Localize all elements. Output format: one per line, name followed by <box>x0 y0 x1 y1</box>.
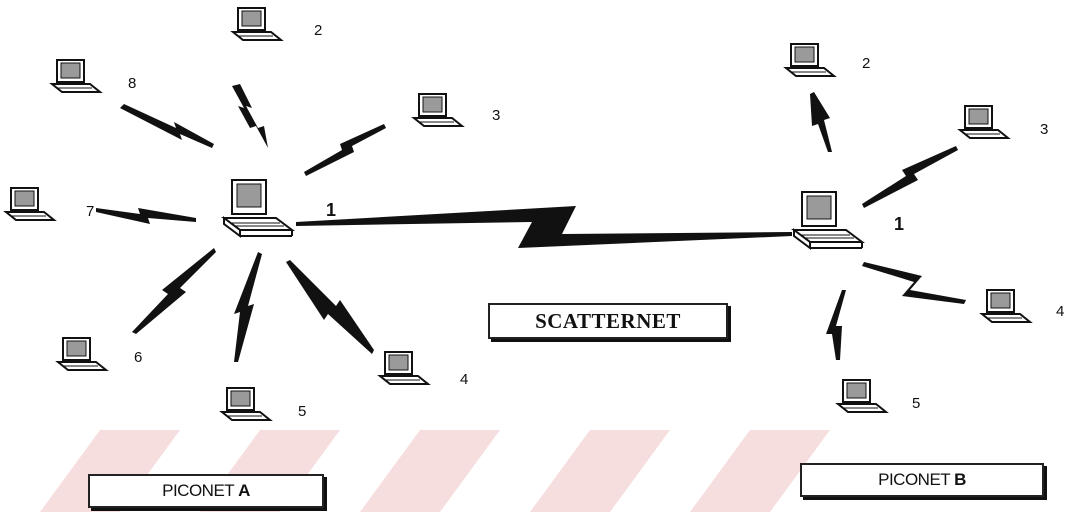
node-b-5-number: 5 <box>912 395 920 412</box>
laptop-master-b <box>794 192 862 248</box>
piconet-b-nodes <box>786 44 1030 412</box>
link-a-4 <box>286 260 374 354</box>
laptop-a-2 <box>233 8 281 40</box>
scatternet-label-text: SCATTERNET <box>535 309 681 334</box>
link-a-6 <box>132 248 216 334</box>
scatternet-label: SCATTERNET <box>488 303 728 339</box>
node-a-5-number: 5 <box>298 403 306 420</box>
node-a-8-number: 8 <box>128 75 136 92</box>
node-a-7-number: 7 <box>86 203 94 220</box>
node-a-4-number: 4 <box>460 371 468 388</box>
laptop-master-a <box>224 180 292 236</box>
link-a-8 <box>120 104 214 148</box>
laptop-a-5 <box>222 388 270 420</box>
piconet-a-label: PICONET A <box>88 474 324 508</box>
laptop-b-5 <box>838 380 886 412</box>
laptop-a-7 <box>6 188 54 220</box>
node-a-3-number: 3 <box>492 107 500 124</box>
link-b-3 <box>862 146 958 208</box>
node-a-6-number: 6 <box>134 349 142 366</box>
scatternet-link <box>296 206 792 248</box>
piconet-a-label-prefix: PICONET <box>162 481 238 501</box>
node-a-1-number: 1 <box>326 200 336 220</box>
link-b-4 <box>862 262 966 304</box>
link-a-5 <box>234 252 262 362</box>
node-b-2-number: 2 <box>862 55 870 72</box>
piconet-b-numbers: 1 2 3 4 5 <box>862 55 1064 412</box>
link-a-3 <box>304 124 386 176</box>
piconet-a-label-letter: A <box>238 481 250 501</box>
piconet-b-label-letter: B <box>954 470 966 490</box>
piconet-b-label-prefix: PICONET <box>878 470 954 490</box>
link-a1-b1 <box>296 206 792 248</box>
node-b-3-number: 3 <box>1040 121 1048 138</box>
node-a-2-number: 2 <box>314 22 322 39</box>
piconet-b-label: PICONET B <box>800 463 1044 497</box>
node-b-4-number: 4 <box>1056 303 1064 320</box>
link-b-2 <box>810 92 832 152</box>
node-b-1-number: 1 <box>894 214 904 234</box>
laptop-b-2 <box>786 44 834 76</box>
laptop-a-8 <box>52 60 100 92</box>
laptop-b-3 <box>960 106 1008 138</box>
laptop-a-3 <box>414 94 462 126</box>
piconet-a-nodes <box>6 8 462 420</box>
link-a-2 <box>232 84 268 148</box>
laptop-b-4 <box>982 290 1030 322</box>
laptop-a-6 <box>58 338 106 370</box>
laptop-a-4 <box>380 352 428 384</box>
link-a-7 <box>96 208 196 224</box>
link-b-5 <box>826 290 846 360</box>
